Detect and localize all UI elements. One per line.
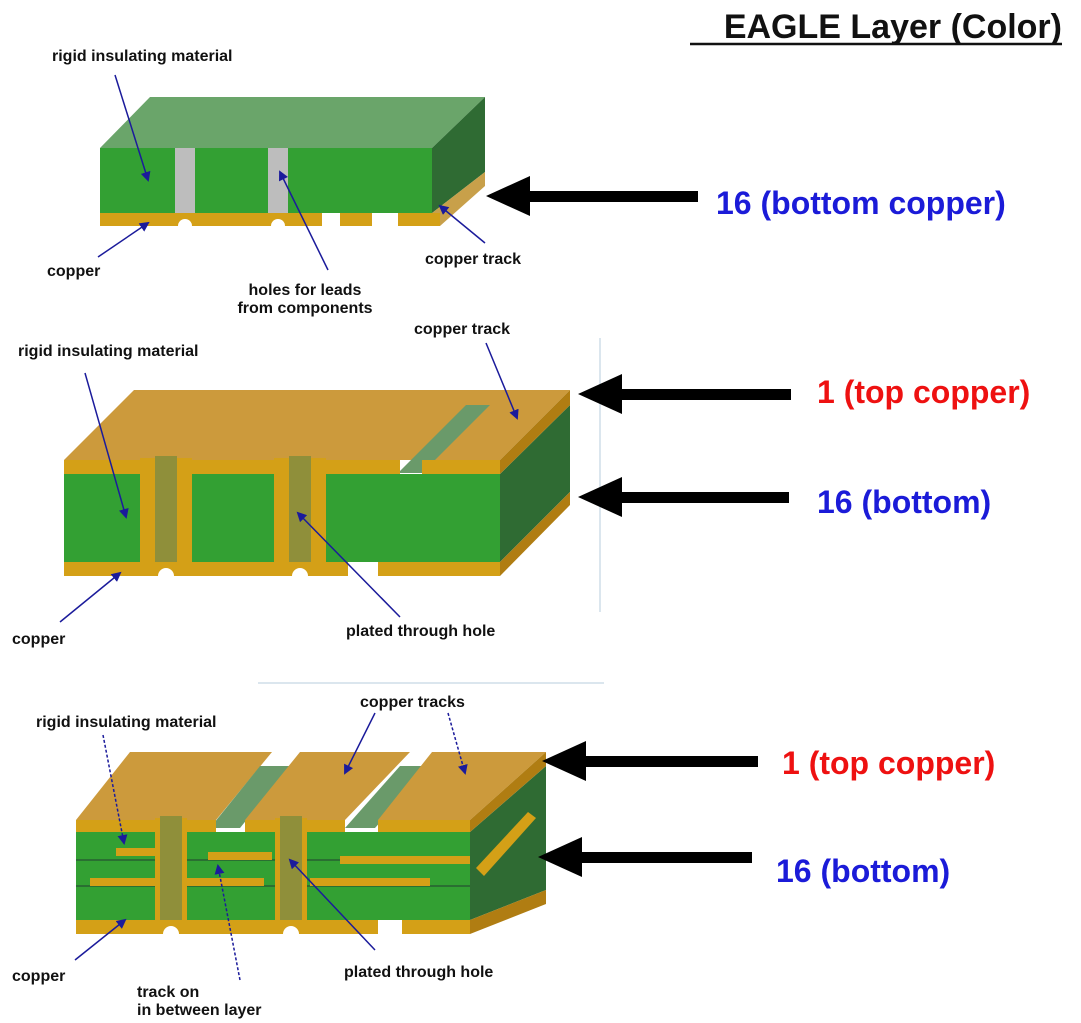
label-inner-line1: track on: [137, 984, 199, 1001]
layer-arrow-16-bottom-multilayer: [538, 837, 752, 877]
label-holes-line1: holes for leads: [249, 282, 362, 299]
single-sided-pointers: [97, 74, 486, 271]
double-sided-board: [64, 390, 570, 584]
label-track-2: copper track: [414, 321, 510, 338]
label-insulating-1: rigid insulating material: [52, 48, 232, 65]
double-sided-pointers: [59, 342, 519, 623]
label-copper-1: copper: [47, 263, 100, 280]
label-inner-line2: in between layer: [137, 1002, 262, 1019]
layer-arrow-16-bottom-copper: [486, 176, 698, 216]
layer-label-16-bottom: 16 (bottom): [817, 484, 991, 520]
page-title: EAGLE Layer (Color): [724, 8, 1062, 46]
layer-arrow-1-top-copper-multilayer: [542, 741, 758, 781]
label-pth-2: plated through hole: [346, 623, 495, 640]
single-sided-board: [100, 97, 485, 233]
label-pth-3: plated through hole: [344, 964, 493, 981]
label-track-1: copper track: [425, 251, 521, 268]
label-copper-2: copper: [12, 631, 65, 648]
layer-label-1-top-copper-multilayer: 1 (top copper): [782, 745, 995, 781]
multilayer-board: [76, 752, 546, 942]
layer-arrow-1-top-copper: [578, 374, 791, 414]
label-insulating-2: rigid insulating material: [18, 343, 198, 360]
label-copper-3: copper: [12, 968, 65, 985]
label-holes-line2: from components: [237, 300, 372, 317]
layer-label-16-bottom-multilayer: 16 (bottom): [776, 853, 950, 889]
label-tracks-3: copper tracks: [360, 694, 465, 711]
multilayer-pointers: [74, 712, 468, 981]
layer-label-1-top-copper: 1 (top copper): [817, 374, 1030, 410]
layer-label-16-bottom-copper: 16 (bottom copper): [716, 185, 1006, 221]
label-insulating-3: rigid insulating material: [36, 714, 216, 731]
layer-arrow-16-bottom: [578, 477, 789, 517]
